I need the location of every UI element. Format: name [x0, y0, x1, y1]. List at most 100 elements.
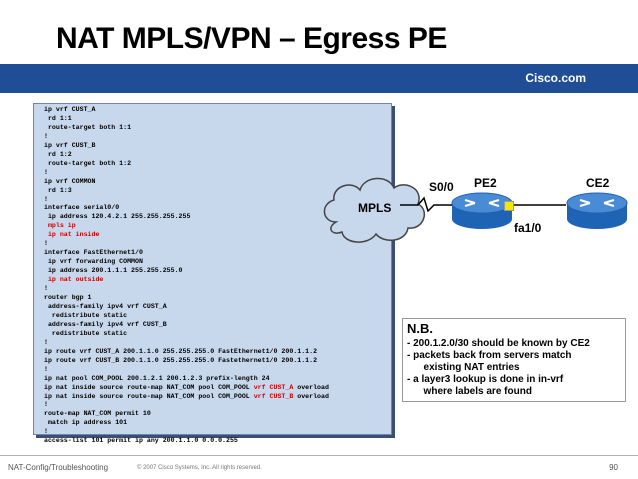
config-line: ip nat outside	[44, 276, 103, 283]
config-line: !	[44, 339, 48, 346]
config-line-text: ip vrf CUST_A	[44, 106, 96, 113]
config-line-text: ip address 200.1.1.1 255.255.255.0	[44, 267, 183, 275]
config-line: ip address 200.1.1.1 255.255.255.0	[44, 267, 183, 274]
note-item: - packets back from servers match existi…	[407, 350, 572, 373]
config-line: access-list 101 permit ip any 200.1.1.0 …	[44, 437, 238, 444]
config-line-text: rd 1:3	[44, 186, 72, 194]
footer-divider	[0, 455, 638, 456]
config-line: route-target both 1:2	[44, 160, 131, 167]
config-line-text: ip vrf COMMON	[44, 177, 96, 185]
config-line-text: address-family ipv4 vrf CUST_A	[44, 302, 167, 310]
config-line-text: route-target both 1:1	[44, 123, 132, 131]
config-line: address-family ipv4 vrf CUST_A	[44, 303, 167, 310]
pe2-label: PE2	[474, 176, 497, 190]
note-list: - 200.1.2.0/30 should be known by CE2 - …	[407, 338, 590, 398]
config-line-vrf: vrf CUST_B	[253, 392, 294, 400]
config-line: rd 1:2	[44, 151, 72, 158]
config-line-text: ip vrf forwarding COMMON	[44, 258, 143, 266]
config-line-text: rd 1:2	[44, 150, 72, 158]
config-line-text: route-target both 1:2	[44, 159, 132, 167]
slide-title: NAT MPLS/VPN – Egress PE	[56, 22, 447, 55]
config-line: !	[44, 366, 48, 373]
fa-label: fa1/0	[514, 221, 542, 235]
note-box: N.B. - 200.1.2.0/30 should be known by C…	[402, 318, 626, 402]
network-links	[400, 196, 566, 213]
config-listing: ip vrf CUST_A rd 1:1 route-target both 1…	[44, 106, 329, 446]
config-line-text: ip nat inside source route-map NAT_COM p…	[44, 392, 254, 400]
footer-section-label: NAT-Config/Troubleshooting	[8, 463, 109, 472]
config-line: interface FastEthernet1/0	[44, 249, 143, 256]
config-line-text: mpls ip	[44, 222, 76, 230]
config-line-text: access-list 101 permit ip any 200.1.1.0 …	[44, 437, 238, 445]
config-line-text: !	[44, 285, 48, 293]
fa-interface-marker	[504, 201, 514, 211]
config-line-text: match ip address 101	[44, 419, 128, 427]
config-line: ip vrf forwarding COMMON	[44, 258, 143, 265]
config-line-end: overload	[293, 383, 329, 391]
config-line: rd 1:3	[44, 187, 72, 194]
config-line-text: !	[44, 401, 48, 409]
config-line: ip nat inside source route-map NAT_COM p…	[44, 393, 329, 400]
config-line: ip vrf COMMON	[44, 178, 95, 185]
footer-copyright: © 2007 Cisco Systems, Inc. All rights re…	[137, 465, 262, 471]
config-line: ip route vrf CUST_B 200.1.1.0 255.255.25…	[44, 357, 317, 364]
config-line-text: ip route vrf CUST_B 200.1.1.0 255.255.25…	[44, 356, 318, 364]
config-line: ip nat pool COM_POOL 200.1.2.1 200.1.2.3…	[44, 375, 270, 382]
config-line: ip nat inside source route-map NAT_COM p…	[44, 384, 329, 391]
config-line-vrf: vrf CUST_A	[253, 383, 294, 391]
config-line-text: !	[44, 132, 48, 140]
config-line: !	[44, 169, 48, 176]
ce2-label: CE2	[586, 176, 610, 190]
config-line-end: overload	[293, 392, 329, 400]
config-line: !	[44, 196, 48, 203]
config-line-text: !	[44, 338, 48, 346]
config-line-text: route-map NAT_COM permit 10	[44, 410, 151, 418]
brand-label: Cisco.com	[525, 71, 586, 85]
config-line-text: ip route vrf CUST_A 200.1.1.0 255.255.25…	[44, 347, 318, 355]
config-line: !	[44, 285, 48, 292]
mpls-label: MPLS	[358, 201, 392, 215]
config-line: redistribute static	[44, 312, 127, 319]
config-line-text: redistribute static	[44, 329, 128, 337]
config-line-text: address-family ipv4 vrf CUST_B	[44, 320, 167, 328]
config-line-text: !	[44, 428, 48, 436]
config-line-text: !	[44, 240, 48, 248]
config-line-text: redistribute static	[44, 311, 128, 319]
config-line: ip vrf CUST_A	[44, 106, 95, 113]
config-line-text: ip nat inside	[44, 231, 100, 239]
config-line: match ip address 101	[44, 419, 127, 426]
config-line: address-family ipv4 vrf CUST_B	[44, 321, 167, 328]
note-title: N.B.	[407, 321, 433, 336]
config-line: router bgp 1	[44, 294, 91, 301]
config-panel: ip vrf CUST_A rd 1:1 route-target both 1…	[33, 103, 392, 444]
config-line: ip vrf CUST_B	[44, 142, 95, 149]
config-line: !	[44, 401, 48, 408]
config-line-text: router bgp 1	[44, 294, 92, 302]
config-line-text: ip vrf CUST_B	[44, 141, 96, 149]
note-item: - a layer3 lookup is done in in-vrf wher…	[407, 374, 564, 397]
pe2-router-icon	[451, 192, 513, 229]
title-banner: Cisco.com	[0, 64, 638, 93]
config-line: route-map NAT_COM permit 10	[44, 410, 151, 417]
config-line: !	[44, 240, 48, 247]
config-line: ip address 120.4.2.1 255.255.255.255	[44, 213, 190, 220]
config-line-text: interface FastEthernet1/0	[44, 249, 143, 257]
config-line-text: ip address 120.4.2.1 255.255.255.255	[44, 213, 191, 221]
config-line-text: interface serial0/0	[44, 204, 120, 212]
note-item: - 200.1.2.0/30 should be known by CE2	[407, 338, 590, 349]
config-line: !	[44, 133, 48, 140]
s0-label: S0/0	[429, 180, 454, 194]
config-line: ip route vrf CUST_A 200.1.1.0 255.255.25…	[44, 348, 317, 355]
config-line: redistribute static	[44, 330, 127, 337]
config-line: interface serial0/0	[44, 204, 119, 211]
config-line-text: rd 1:1	[44, 114, 72, 122]
page-number: 90	[609, 463, 618, 472]
config-line-text: ip nat outside	[44, 276, 104, 284]
config-line-text: !	[44, 365, 48, 373]
config-line: ip nat inside	[44, 231, 99, 238]
ce2-router-icon	[566, 192, 628, 229]
config-line-text: !	[44, 195, 48, 203]
config-line: route-target both 1:1	[44, 124, 131, 131]
config-line: !	[44, 428, 48, 435]
config-line-text: ip nat inside source route-map NAT_COM p…	[44, 383, 254, 391]
